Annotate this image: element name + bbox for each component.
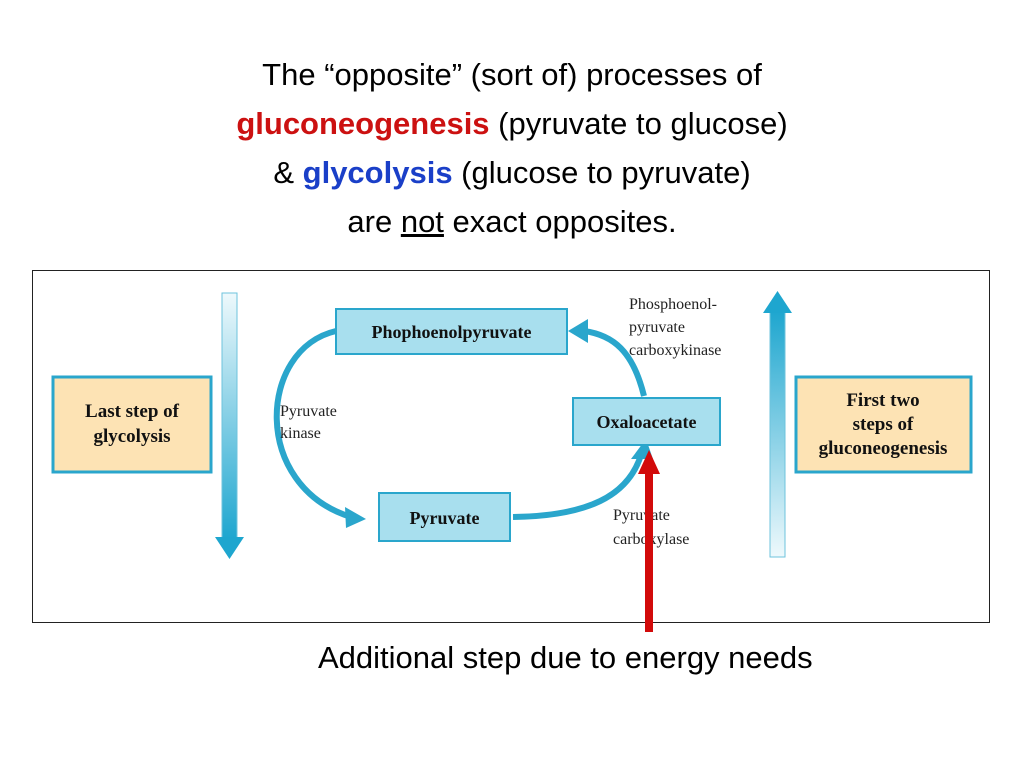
title-line-4-pre: are (347, 204, 401, 239)
title-line-4-post: exact opposites. (443, 204, 677, 239)
pyruvate-label: Pyruvate (410, 508, 480, 528)
pyruvate-carboxylase-label: Pyruvate carboxylase (613, 507, 689, 548)
slide-title: The “opposite” (sort of) processes of gl… (0, 50, 1024, 246)
title-line-1: The “opposite” (sort of) processes of (262, 57, 762, 92)
pepck-line-1: Phosphoenol- (629, 296, 717, 313)
gluconeogenesis-up-arrow (763, 291, 792, 558)
title-line-2-rest: (pyruvate to glucose) (489, 106, 788, 141)
pc-line-1: Pyruvate (613, 507, 670, 524)
left-box-line-2: glycolysis (93, 426, 170, 447)
title-line-3-rest: (glucose to pyruvate) (452, 155, 751, 190)
right-box-line-3: gluconeogenesis (819, 438, 948, 459)
pepck-line-3: carboxykinase (629, 342, 721, 359)
first-two-steps-box: First two steps of gluconeogenesis (794, 375, 973, 474)
title-line-4: are not exact opposites. (0, 197, 1024, 246)
right-box-line-2: steps of (853, 414, 914, 435)
right-box-line-1: First two (846, 390, 919, 411)
pyruvate-node: Pyruvate (378, 492, 511, 542)
energy-needs-caption: Additional step due to energy needs (318, 640, 813, 675)
pepck-label: Phosphoenol- pyruvate carboxykinase (629, 296, 721, 359)
pepck-line-2: pyruvate (629, 319, 685, 336)
pyruvate-kinase-label: Pyruvate kinase (280, 403, 337, 442)
last-step-glycolysis-box: Last step of glycolysis (51, 375, 213, 474)
title-line-2: gluconeogenesis (pyruvate to glucose) (0, 99, 1024, 148)
glycolysis-term: glycolysis (302, 155, 453, 190)
pk-line-2: kinase (280, 425, 321, 442)
pc-line-2: carboxylase (613, 531, 689, 548)
oxaloacetate-label: Oxaloacetate (597, 412, 697, 432)
pep-node: Phophoenolpyruvate (335, 308, 568, 355)
pyruvate-carboxylase-arrow (512, 439, 653, 520)
pyruvate-kinase-arrow (273, 328, 366, 528)
pathway-diagram: Last step of glycolysis First two steps … (32, 270, 990, 623)
oxaloacetate-node: Oxaloacetate (572, 397, 721, 446)
pepck-arrow (568, 319, 647, 397)
glycolysis-down-arrow (215, 292, 244, 559)
pk-line-1: Pyruvate (280, 403, 337, 420)
pathway-svg: Last step of glycolysis First two steps … (51, 291, 973, 559)
title-line-3: & glycolysis (glucose to pyruvate) (0, 148, 1024, 197)
left-box-line-1: Last step of (85, 401, 180, 422)
not-term: not (400, 204, 444, 239)
ampersand: & (273, 155, 303, 190)
gluconeogenesis-term: gluconeogenesis (236, 106, 490, 141)
pep-label: Phophoenolpyruvate (371, 322, 531, 342)
